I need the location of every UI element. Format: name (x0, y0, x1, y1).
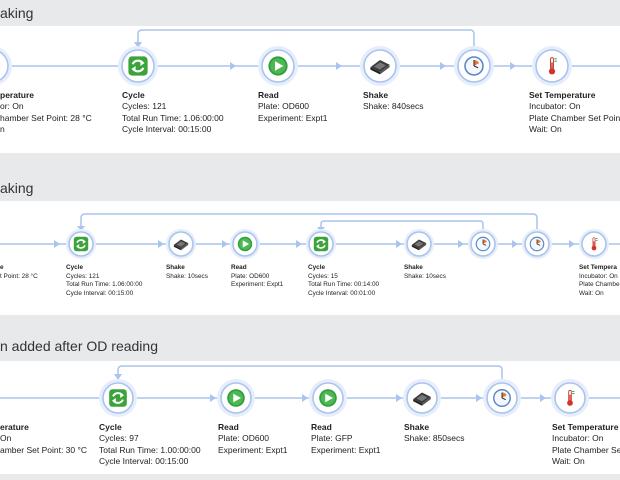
step-label-cycle: Cycle Cycles: 121 Total Run Time: 1.06:0… (66, 264, 143, 297)
step-label-set-temperature: Set Temperature Incubator: On Plate Cham… (529, 90, 620, 135)
node-set-temperature[interactable] (532, 46, 572, 86)
read-icon (237, 236, 253, 252)
cycle-icon (127, 55, 149, 77)
node-clock[interactable] (522, 229, 552, 259)
node-clock[interactable] (454, 46, 494, 86)
read-icon (268, 56, 288, 76)
step-label-cycle: Cycle Cycles: 15 Total Run Time: 00:14:0… (308, 264, 380, 297)
read-icon (319, 389, 337, 407)
step-label-cycle: Cycle Cycles: 97 Total Run Time: 1.00:00… (99, 422, 201, 467)
section-header-2: aking (0, 153, 620, 201)
step-label-shake: Shake Shake: 850secs (404, 422, 465, 444)
node-cycle[interactable] (99, 379, 137, 417)
node-clock[interactable] (483, 379, 521, 417)
node-cycle[interactable] (306, 229, 336, 259)
node-shake[interactable] (360, 46, 400, 86)
node-set-temperature[interactable] (579, 229, 609, 259)
node-read[interactable] (217, 379, 255, 417)
node-set-temperature-left[interactable] (0, 46, 12, 86)
node-shake[interactable] (403, 379, 441, 417)
step-label-read: Read Plate: OD600 Experiment: Expt1 (218, 422, 288, 455)
step-label-set-temperature: Set Tempera Incubator: On Plate Chambe W… (579, 264, 620, 297)
step-label-read: Read Plate: OD600 Experiment: Expt1 (231, 264, 284, 289)
node-clock[interactable] (468, 229, 498, 259)
node-shake[interactable] (166, 229, 196, 259)
step-label-cycle: Cycle Cycles: 121 Total Run Time: 1.06:0… (122, 90, 224, 135)
read-icon (227, 389, 245, 407)
node-read[interactable] (258, 46, 298, 86)
flow-panel-3 (0, 361, 620, 474)
step-label-shake: Shake Shake: 840secs (363, 90, 424, 112)
step-label-set-temperature-left: e t Point: 28 °C (0, 264, 38, 280)
step-label-read: Read Plate: GFP Experiment: Expt1 (311, 422, 381, 455)
cycle-icon (312, 235, 330, 253)
node-cycle[interactable] (118, 46, 158, 86)
cycle-icon (108, 388, 128, 408)
clock-icon (493, 389, 511, 407)
section-title: aking (0, 5, 34, 21)
clock-icon (475, 236, 491, 252)
step-label-set-temperature-left: perature or: On hamber Set Point: 28 °C … (0, 90, 92, 135)
node-read[interactable] (230, 229, 260, 259)
clock-icon (529, 236, 545, 252)
section-title: n added after OD reading (0, 338, 158, 354)
flow-panel-2 (0, 201, 620, 315)
node-read[interactable] (309, 379, 347, 417)
step-label-shake: Shake Shake: 10secs (404, 264, 446, 280)
node-cycle[interactable] (66, 229, 96, 259)
section-title: aking (0, 180, 34, 196)
section-header-1: aking (0, 0, 620, 26)
flow-panel-1 (0, 26, 620, 153)
step-label-set-temperature-left: erature On amber Set Point: 30 °C (0, 422, 88, 455)
node-shake[interactable] (404, 229, 434, 259)
section-header-3: n added after OD reading (0, 315, 620, 361)
step-label-set-temperature: Set Temperature Incubator: On Plate Cham… (552, 422, 620, 467)
step-label-read: Read Plate: OD600 Experiment: Expt1 (258, 90, 328, 123)
bottom-band (0, 474, 620, 480)
step-label-shake: Shake Shake: 10secs (166, 264, 208, 280)
node-set-temperature[interactable] (551, 379, 589, 417)
cycle-icon (72, 235, 90, 253)
clock-icon (464, 56, 484, 76)
